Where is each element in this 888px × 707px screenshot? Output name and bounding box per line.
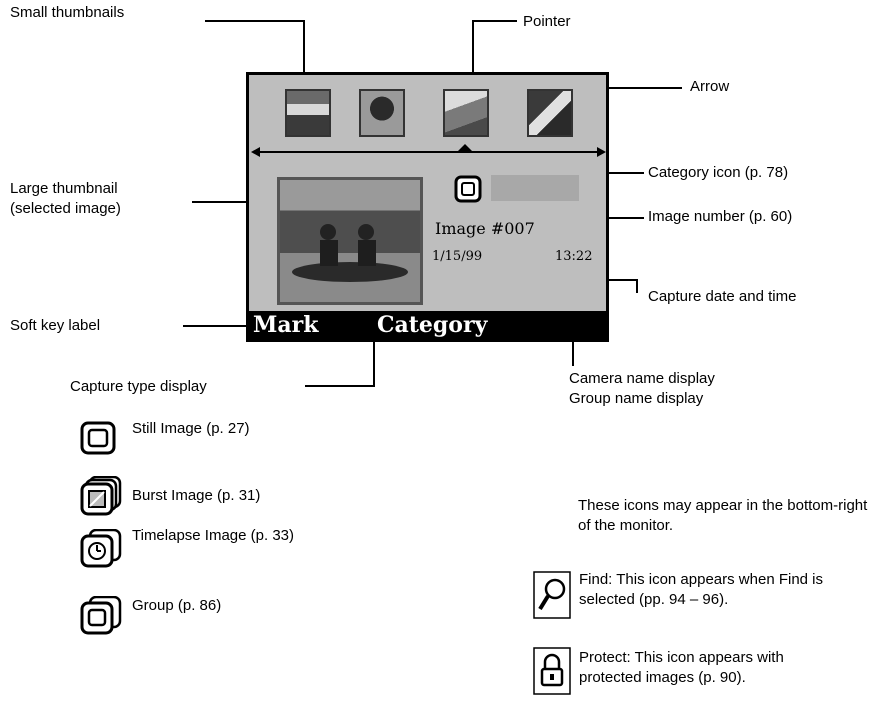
burst-image-label: Burst Image (p. 31) xyxy=(132,487,261,504)
label-pointer: Pointer xyxy=(523,13,571,30)
timelapse-image-icon xyxy=(80,529,122,568)
capture-time: 13:22 xyxy=(555,249,593,264)
label-arrow: Arrow xyxy=(690,78,730,95)
small-thumbnail-1 xyxy=(285,89,331,137)
thumbnail-scroll-bar xyxy=(251,144,606,157)
find-description-2: selected (pp. 94 – 96). xyxy=(579,591,729,608)
timelapse-image-label: Timelapse Image (p. 33) xyxy=(132,527,295,544)
leader-small-thumbnails xyxy=(205,20,305,22)
category-icon-area xyxy=(491,175,579,201)
softkey-mark[interactable]: Mark xyxy=(253,312,319,338)
kayakers-image xyxy=(292,224,408,282)
leader-large-thumbnail xyxy=(192,201,272,203)
still-image-label: Still Image (p. 27) xyxy=(132,420,250,437)
protect-description: Protect: This icon appears with xyxy=(579,649,784,666)
label-image-number: Image number (p. 60) xyxy=(648,208,793,225)
capture-date: 1/15/99 xyxy=(432,249,483,264)
label-large-thumbnail-sub: (selected image) xyxy=(10,200,121,217)
label-capture-date-time: Capture date and time xyxy=(648,288,797,305)
leader-arrow xyxy=(600,87,682,89)
arrow-right-icon xyxy=(597,147,606,157)
label-group-name: Group name display xyxy=(569,390,704,407)
small-thumbnail-2 xyxy=(359,89,405,137)
large-thumbnail xyxy=(277,177,423,305)
label-large-thumbnail: Large thumbnail xyxy=(10,180,118,197)
leader-soft-key xyxy=(183,325,249,327)
capture-type-icon xyxy=(454,175,482,203)
soft-key-bar: Mark Category xyxy=(249,311,606,339)
softkey-category[interactable]: Category xyxy=(377,312,488,338)
small-thumbnail-3 xyxy=(443,89,489,137)
label-capture-type: Capture type display xyxy=(70,378,207,395)
leader-capture-type xyxy=(305,385,375,387)
pointer-icon xyxy=(457,144,473,152)
label-camera-name: Camera name display xyxy=(569,370,715,387)
label-soft-key: Soft key label xyxy=(10,317,101,334)
image-number: Image #007 xyxy=(435,219,535,238)
label-small-thumbnails: Small thumbnails xyxy=(10,4,125,21)
bottom-right-intro-2: of the monitor. xyxy=(578,517,674,534)
burst-image-icon xyxy=(80,476,122,516)
arrow-left-icon xyxy=(251,147,260,157)
protect-description-2: protected images (p. 90). xyxy=(579,669,746,686)
protect-icon xyxy=(533,647,571,695)
leader-pointer xyxy=(472,20,517,22)
group-icon xyxy=(80,596,122,635)
camera-monitor: Image #007 1/15/99 13:22 Mark Category xyxy=(246,72,609,342)
group-label: Group (p. 86) xyxy=(132,597,222,614)
small-thumbnail-4 xyxy=(527,89,573,137)
label-category-icon: Category icon (p. 78) xyxy=(648,164,789,181)
find-icon xyxy=(533,571,571,619)
find-description: Find: This icon appears when Find is xyxy=(579,571,824,588)
bottom-right-intro: These icons may appear in the bottom-rig… xyxy=(578,497,868,514)
still-image-icon xyxy=(80,421,116,455)
